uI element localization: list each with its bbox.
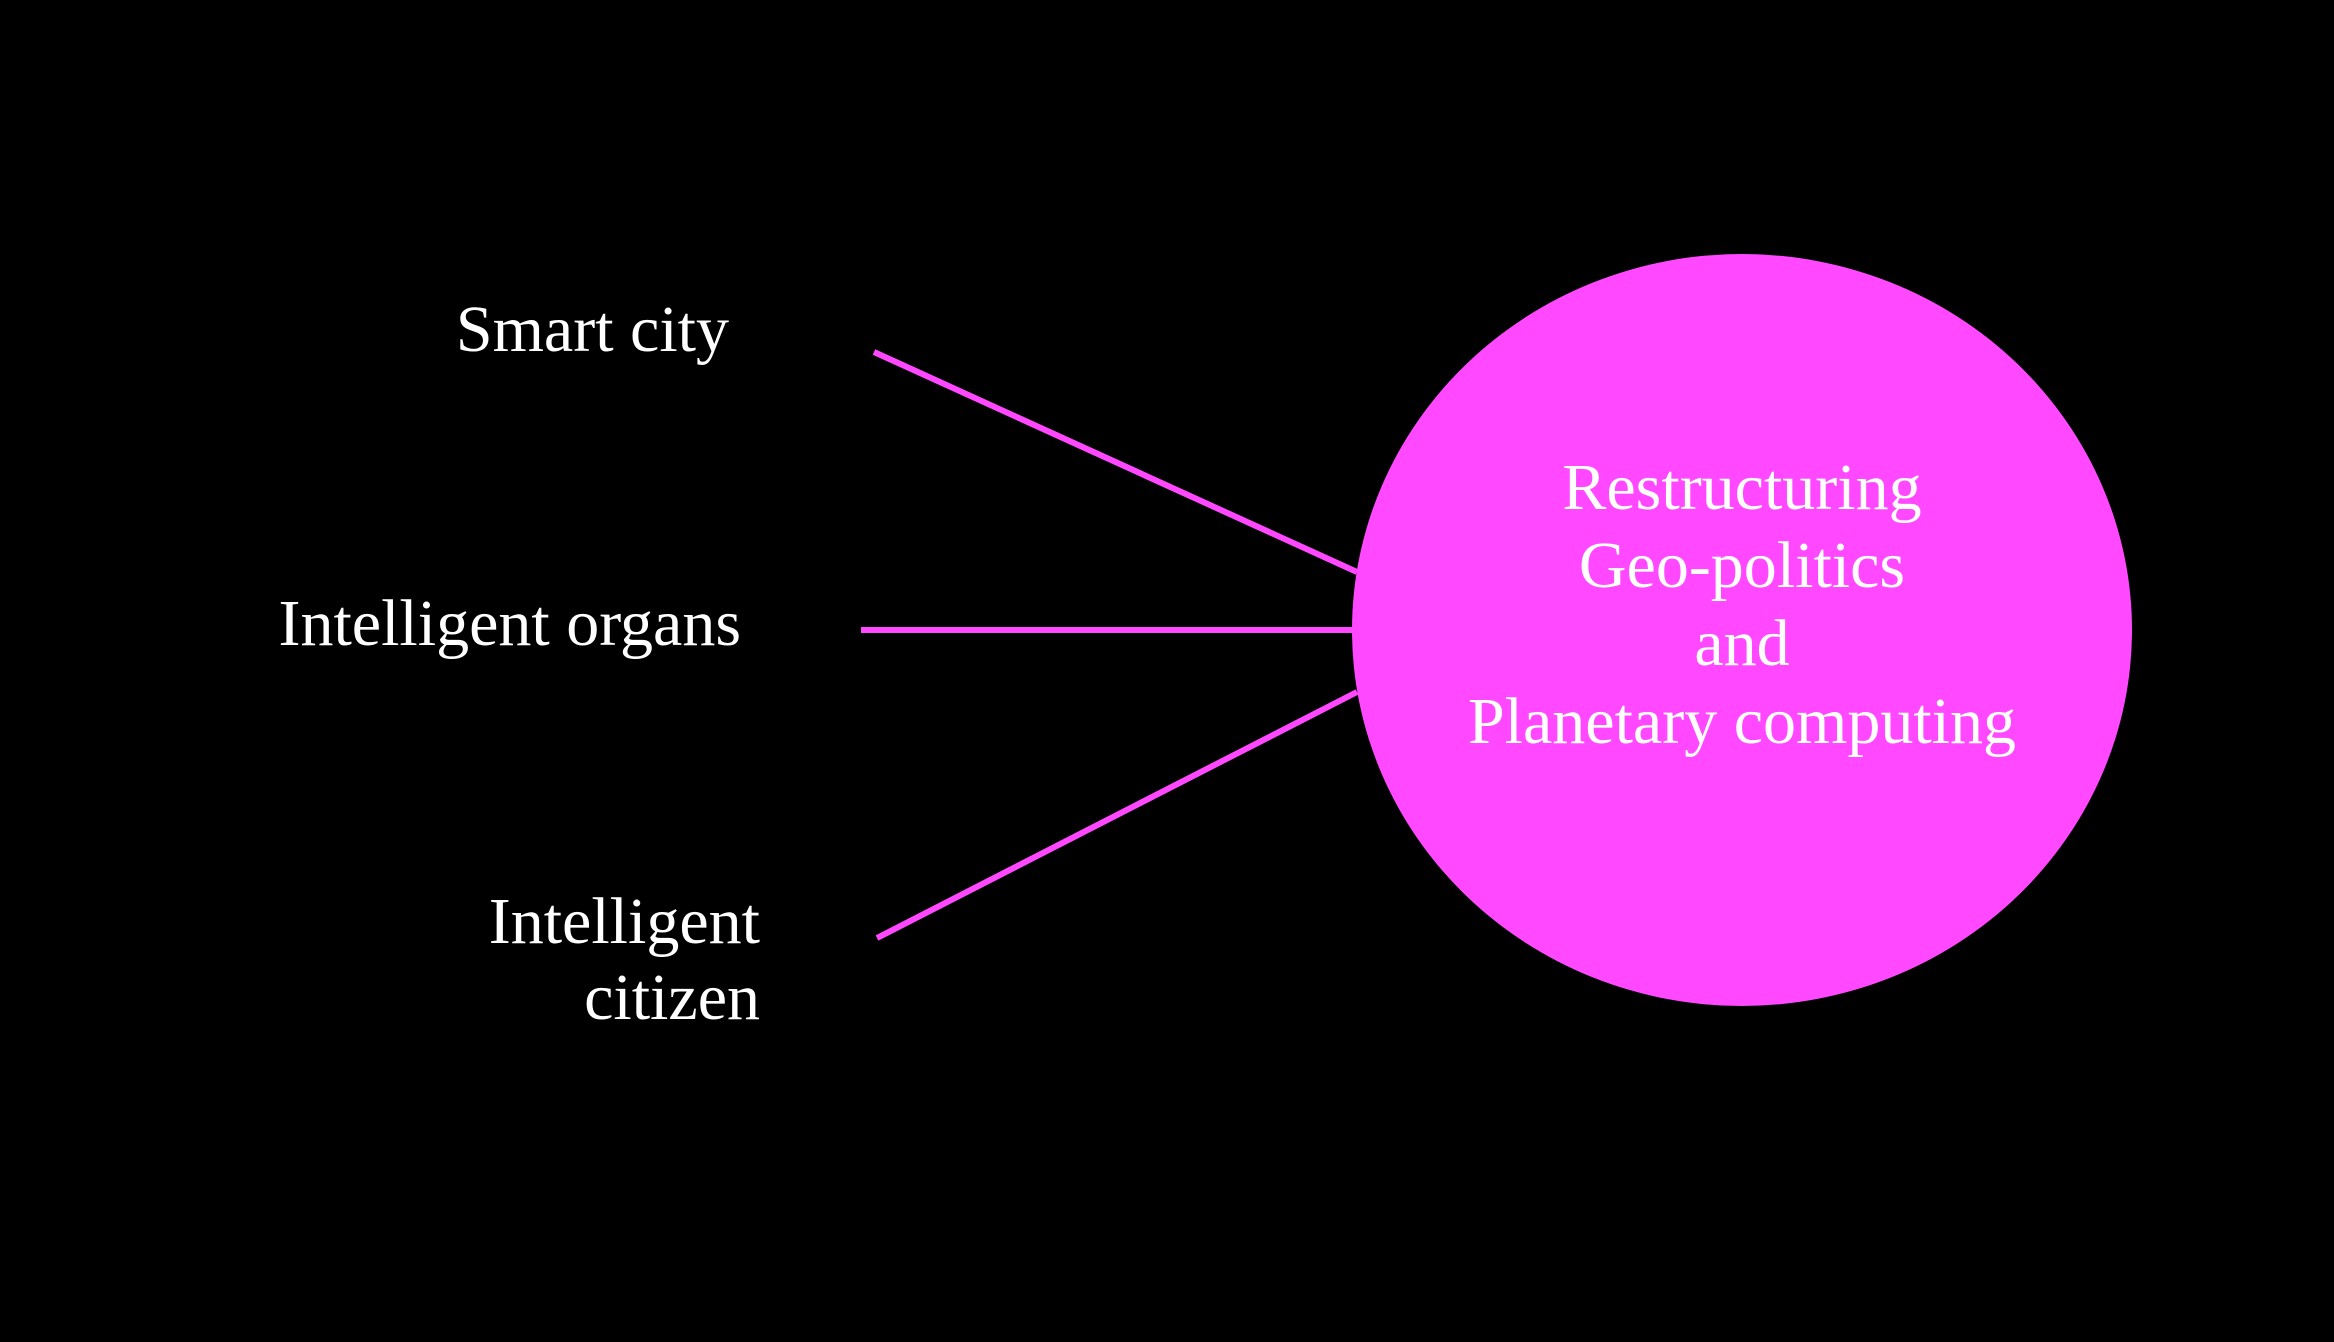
connector-intelligent-citizen: [875, 689, 1359, 941]
hub-circle: Restructuring Geo-politics and Planetary…: [1352, 254, 2132, 1006]
node-intelligent-citizen-line-2: citizen: [584, 961, 760, 1034]
hub-line-1: Restructuring: [1562, 451, 1922, 524]
node-intelligent-organs-text: Intelligent organs: [278, 587, 741, 660]
connector-smart-city: [872, 349, 1359, 575]
hub-line-3: and: [1694, 607, 1790, 680]
node-smart-city-text: Smart city: [455, 293, 729, 366]
node-smart-city: Smart city: [456, 292, 729, 368]
node-intelligent-organs: Intelligent organs: [278, 586, 741, 662]
hub-line-4: Planetary computing: [1467, 685, 2017, 758]
node-intelligent-citizen: Intelligent citizen: [489, 884, 760, 1036]
node-intelligent-citizen-line-1: Intelligent: [488, 885, 760, 958]
hub-line-2: Geo-politics: [1578, 529, 1906, 602]
hub-label: Restructuring Geo-politics and Planetary…: [1468, 449, 2016, 761]
